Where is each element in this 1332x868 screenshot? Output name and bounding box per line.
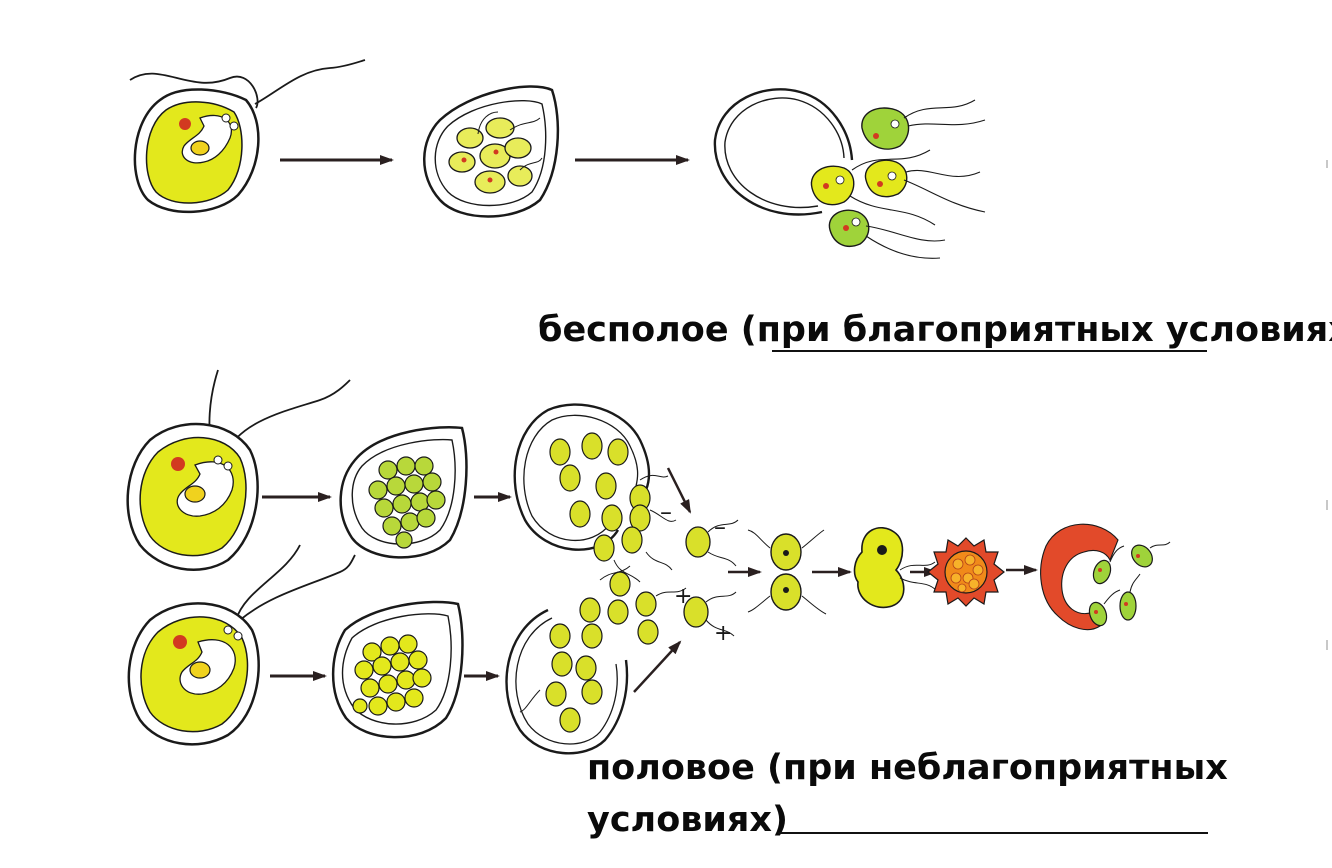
vegetative-cell-asexual [129, 59, 366, 214]
gametangium-top [339, 425, 468, 559]
asexual-reproduction-label: бесполое (при благоприятных условиях) [538, 310, 1332, 350]
minus-sign-1: – [660, 498, 672, 526]
released-zoospores [713, 88, 986, 259]
asexual-answer-line[interactable] [772, 350, 1207, 352]
vegetative-cell-sexual-bottom [127, 544, 356, 746]
gametangium-bottom [331, 600, 464, 739]
vegetative-cell-sexual-top [126, 369, 351, 572]
edge-marks [1326, 160, 1328, 650]
arrow-to-minus-gamete [666, 467, 692, 514]
arrow-to-plus-gamete [633, 640, 682, 693]
sexual-answer-line[interactable] [778, 832, 1208, 834]
minus-sign-2: – [714, 513, 726, 541]
sexual-reproduction-label-line1: половое (при неблагоприятных [587, 748, 1228, 788]
gamete-release-top [513, 403, 677, 583]
plus-sign-2: + [714, 621, 732, 646]
sexual-reproduction-label-line2: условиях) [587, 800, 788, 840]
germinated-zygospore [1040, 523, 1171, 631]
gamete-plus [683, 591, 737, 637]
gamete-release-bottom [505, 565, 687, 755]
plus-sign-1: + [674, 584, 692, 609]
gamete-minus [685, 519, 739, 567]
zygospore [927, 537, 1005, 607]
sporangium-asexual [423, 85, 560, 218]
fusing-gametes [747, 529, 827, 615]
planozygote [853, 527, 937, 609]
